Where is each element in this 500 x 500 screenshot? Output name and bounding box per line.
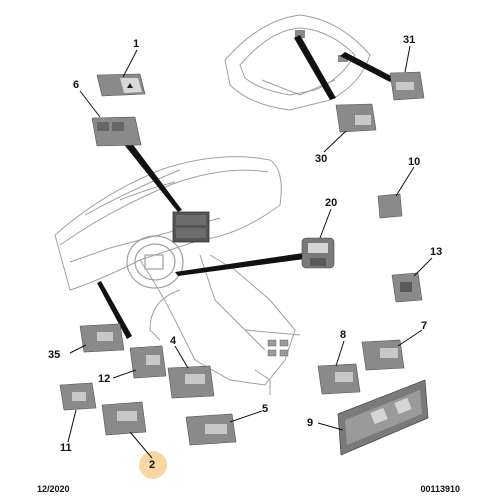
label-9: 9	[307, 417, 314, 429]
steering-wheel	[126, 235, 184, 289]
roof-switch-slot	[295, 30, 305, 38]
label-31: 31	[403, 34, 416, 46]
roof-switch-slot	[338, 55, 348, 62]
part-1	[96, 73, 146, 97]
center-screens	[172, 211, 210, 243]
part-8	[317, 363, 361, 395]
part-11	[59, 382, 97, 411]
label-5: 5	[262, 403, 269, 415]
part-12	[129, 345, 167, 379]
label-8: 8	[340, 329, 347, 341]
part-35	[79, 323, 125, 353]
leader-lines	[67, 45, 433, 459]
part-31	[389, 71, 425, 101]
part-10	[377, 193, 403, 219]
console-buttons	[267, 339, 289, 357]
label-4: 4	[170, 335, 177, 347]
label-20: 20	[325, 197, 338, 209]
label-7: 7	[421, 320, 428, 332]
part-6	[91, 116, 142, 147]
part-5	[185, 413, 237, 446]
part-4	[167, 365, 215, 399]
label-30: 30	[315, 153, 328, 165]
label-11: 11	[60, 442, 72, 454]
roof-console-outline	[224, 14, 371, 111]
part-7	[361, 339, 405, 371]
part-13	[391, 272, 423, 303]
part-20	[301, 237, 335, 269]
highlight-circle	[139, 451, 167, 479]
label-1: 1	[133, 38, 140, 50]
footer-ref: 00113910	[420, 484, 460, 494]
part-30	[335, 103, 377, 133]
footer-date: 12/2020	[37, 484, 70, 494]
part-2	[101, 401, 147, 436]
dashboard-outline	[54, 156, 301, 395]
label-2: 2	[149, 459, 156, 471]
label-10: 10	[408, 156, 421, 168]
label-35: 35	[48, 349, 61, 361]
label-6: 6	[73, 79, 80, 91]
part-9	[337, 379, 429, 456]
zoom-wedges	[97, 35, 395, 339]
label-13: 13	[430, 246, 443, 258]
label-12: 12	[98, 373, 111, 385]
